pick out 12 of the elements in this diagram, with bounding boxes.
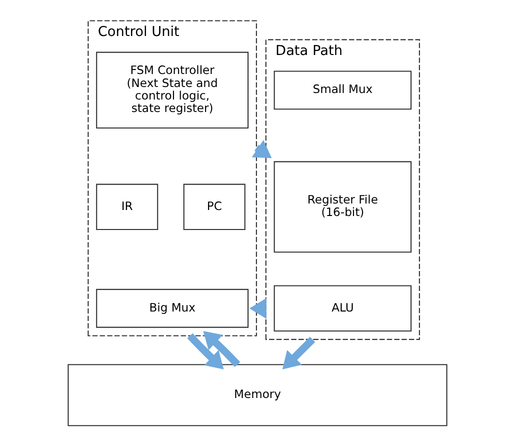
node-box: ALU xyxy=(274,285,412,332)
node-box: IR xyxy=(96,184,158,230)
arrow xyxy=(203,330,240,368)
node-box: Big Mux xyxy=(96,288,249,328)
node-box: PC xyxy=(183,184,246,230)
node-box: Small Mux xyxy=(274,70,412,110)
node-box: FSM Controller (Next State and control logic, state register) xyxy=(96,52,249,129)
arrow xyxy=(187,333,224,370)
node-box: Register File (16-bit) xyxy=(274,161,412,253)
arrow xyxy=(282,336,316,370)
node-box: Memory xyxy=(68,364,448,426)
arrow xyxy=(252,140,272,158)
